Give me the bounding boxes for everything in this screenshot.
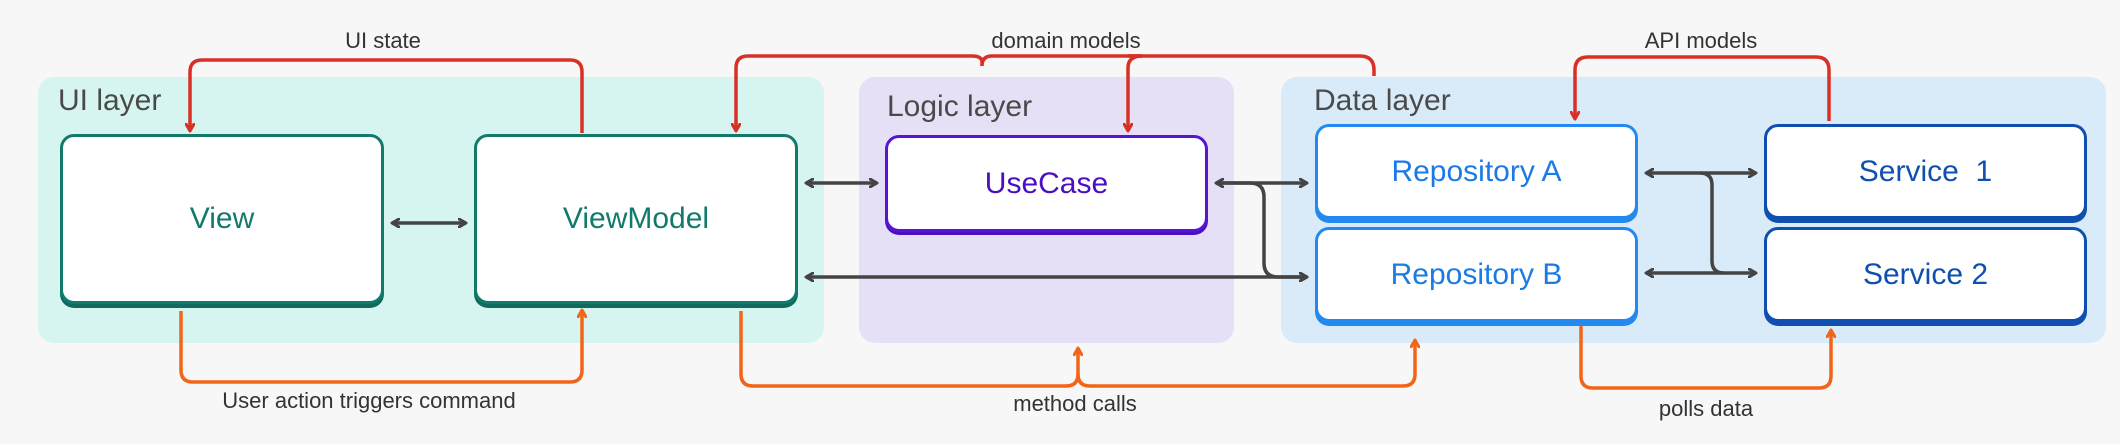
repository-a-label: Repository A	[1391, 154, 1562, 188]
repoa-service2-connector	[1699, 171, 1725, 275]
service-2-label: Service 2	[1862, 257, 1989, 291]
method-calls-label: method calls	[1013, 391, 1137, 416]
service-1-label: Service 1	[1858, 154, 1993, 188]
view-label: View	[189, 202, 255, 235]
repository-b-box[interactable]: Repository B	[1315, 227, 1638, 322]
domain-models-label: domain models	[991, 28, 1141, 53]
usecase-box[interactable]: UseCase	[885, 135, 1208, 232]
ui-layer-title: UI layer	[58, 84, 162, 117]
method-calls-arrow-repob	[1076, 340, 1415, 388]
user-action-arrow	[179, 310, 582, 384]
polls-data-arrow	[1579, 326, 1831, 390]
method-calls-arrow-usecase	[739, 311, 1078, 388]
service-2-box[interactable]: Service 2	[1764, 227, 2087, 322]
service-1-box[interactable]: Service 1	[1764, 124, 2087, 219]
usecase-repob-connector	[1216, 181, 1307, 277]
ui-state-label: UI state	[345, 28, 421, 53]
logic-layer-title: Logic layer	[887, 90, 1033, 123]
user-action-label: User action triggers command	[222, 388, 516, 413]
view-box[interactable]: View	[60, 134, 384, 304]
viewmodel-label: ViewModel	[562, 202, 710, 235]
repository-b-label: Repository B	[1390, 257, 1563, 291]
api-models-label: API models	[1644, 28, 1758, 53]
domain-models-branch-usecase	[1128, 54, 1143, 131]
polls-data-label: polls data	[1658, 396, 1754, 421]
api-models-arrow	[1575, 55, 1831, 121]
usecase-label: UseCase	[984, 166, 1109, 200]
data-layer-title: Data layer	[1314, 84, 1451, 117]
repository-a-box[interactable]: Repository A	[1315, 124, 1638, 219]
ui-state-arrow	[190, 58, 584, 133]
viewmodel-box[interactable]: ViewModel	[474, 134, 798, 304]
domain-models-arrow-viewmodel	[736, 54, 1376, 131]
